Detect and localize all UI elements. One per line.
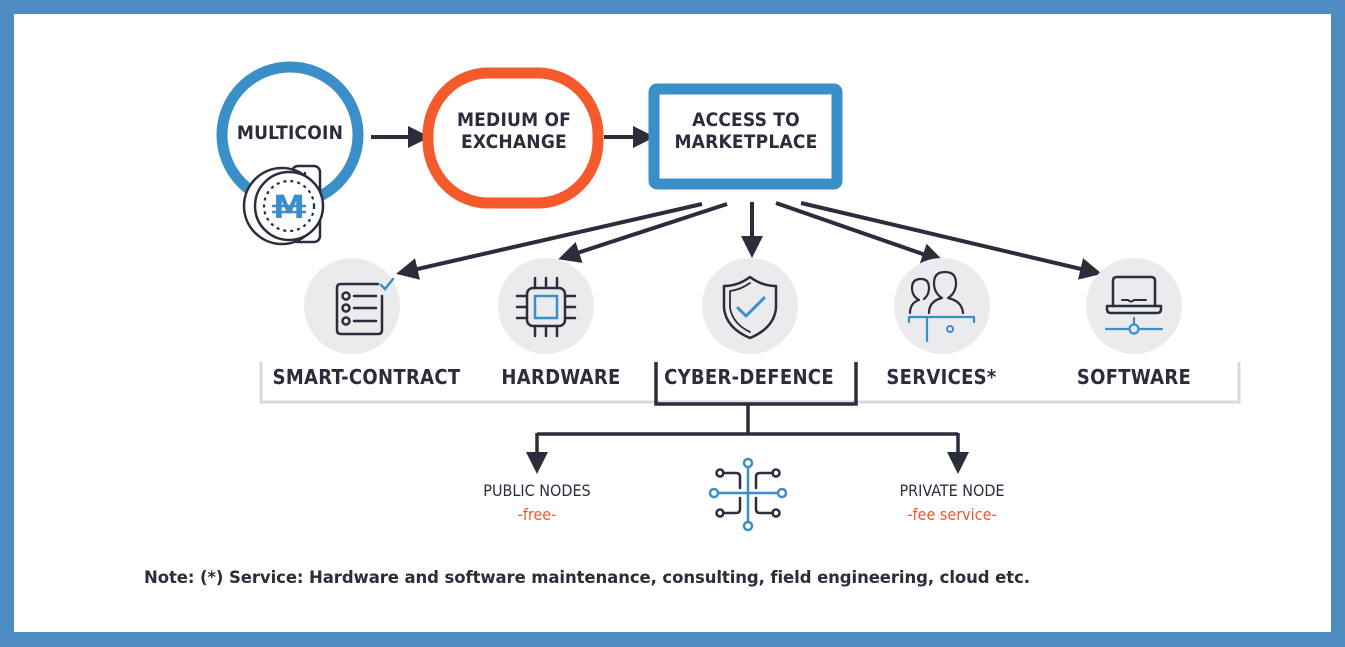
medium-of-exchange-shape (422, 67, 604, 209)
category-smart-contract: SMART-CONTRACT (272, 365, 461, 389)
cyber-defence-icon-bg (702, 258, 798, 354)
marketplace-label: ACCESS TO MARKETPLACE (654, 109, 838, 154)
arrow-to-smart-contract (396, 202, 703, 280)
category-services: SERVICES* (886, 365, 997, 389)
multicoin-label: MULTICOIN (236, 122, 344, 144)
public-nodes: PUBLIC NODES -free- (457, 481, 617, 525)
arrow-to-services (775, 201, 944, 265)
hardware-icon-bg (498, 258, 594, 354)
cyber-defence-bracket (654, 362, 858, 406)
marketplace-line-1: ACCESS TO (692, 109, 800, 131)
category-software: SOFTWARE (1076, 365, 1192, 389)
public-nodes-label: PUBLIC NODES (483, 481, 591, 500)
marketplace-box (648, 83, 843, 190)
services-icon-bg (894, 258, 990, 354)
private-node-price: -fee service- (907, 505, 997, 525)
public-nodes-price: -free- (517, 505, 557, 525)
category-hardware: HARDWARE (501, 365, 621, 389)
medium-line-1: MEDIUM OF (456, 109, 572, 131)
private-node-label: PRIVATE NODE (899, 481, 1005, 500)
footnote: Note: (*) Service: Hardware and software… (144, 568, 1030, 587)
coin-icon: M (242, 164, 325, 246)
people-icon (907, 270, 976, 343)
medium-of-exchange-label: MEDIUM OF EXCHANGE (434, 109, 594, 154)
marketplace-line-2: MARKETPLACE (674, 130, 818, 153)
categories-bracket (259, 362, 1241, 404)
circuit-icon (708, 457, 788, 532)
arrow-to-hardware (558, 202, 728, 263)
diagram-graphics: M (216, 61, 1241, 532)
chip-icon (515, 276, 577, 338)
laptop-network-icon (1104, 275, 1164, 335)
private-node: PRIVATE NODE -fee service- (872, 481, 1032, 525)
diagram-canvas: M (14, 14, 1331, 632)
arrow-to-software (800, 201, 1102, 280)
medium-line-2: EXCHANGE (461, 130, 567, 153)
nodes-tree-connector (537, 404, 958, 436)
smart-contract-icon-bg (304, 258, 400, 354)
shield-check-icon (722, 275, 778, 340)
checklist-icon (335, 277, 395, 336)
category-cyber-defence: CYBER-DEFENCE (664, 365, 834, 389)
